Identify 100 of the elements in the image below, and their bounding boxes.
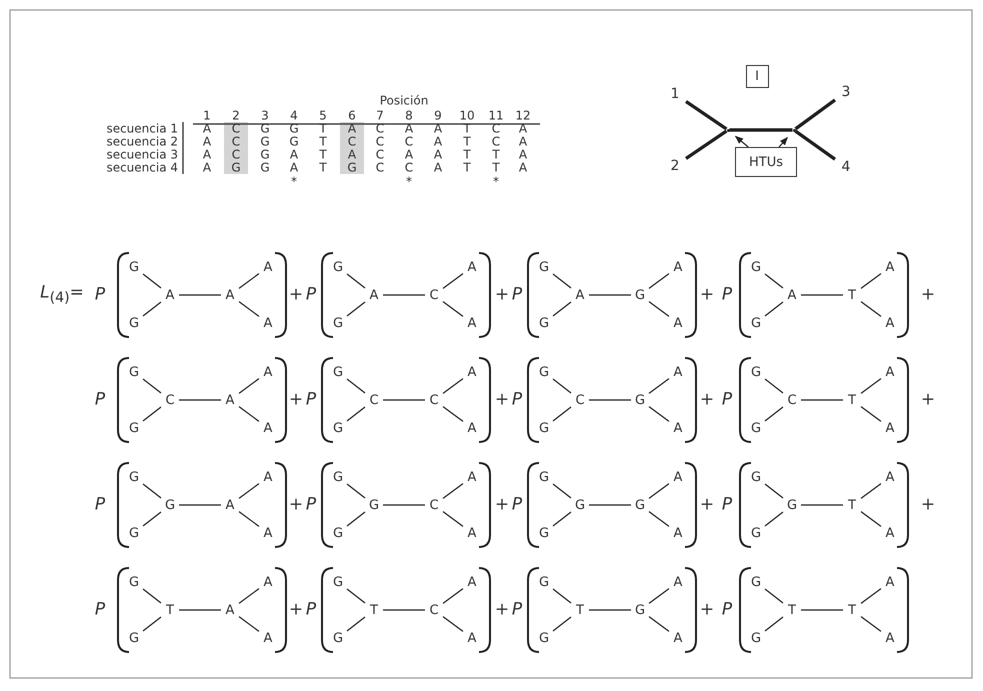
position-number: 10	[459, 109, 475, 123]
nucleotide-letter: G	[634, 497, 646, 513]
probability-symbol: P	[306, 286, 316, 304]
nucleotide-letter: T	[574, 602, 586, 618]
probability-symbol: P	[512, 286, 522, 304]
branch-line	[860, 378, 882, 394]
nucleotide-letter: G	[750, 259, 762, 275]
nucleotide-letter: A	[518, 148, 528, 162]
branch-line	[794, 130, 836, 161]
branch-line	[764, 302, 784, 316]
branch-line	[346, 302, 366, 316]
nucleotide-letter: A	[262, 364, 274, 380]
branch-line	[142, 406, 162, 422]
nucleotide-letter: A	[884, 420, 896, 436]
nucleotide-letter: A	[434, 122, 442, 136]
column-header: Posición	[380, 94, 428, 108]
nucleotide-letter: A	[262, 630, 274, 646]
arrow	[778, 136, 788, 148]
sequence-name: secuencia 4	[106, 161, 178, 175]
nucleotide-letter: C	[428, 497, 440, 513]
branch-line	[552, 484, 572, 498]
nucleotide-letter: A	[518, 122, 528, 136]
branch-line	[648, 616, 670, 632]
plus-sign: +	[494, 390, 510, 410]
branch-line	[346, 616, 366, 632]
nucleotide-letter: T	[164, 602, 176, 618]
branch-line	[346, 512, 366, 526]
position-number: 9	[434, 109, 442, 123]
probability-symbol: P	[512, 496, 522, 514]
position-number: 6	[348, 109, 356, 123]
branch-line	[648, 483, 670, 499]
nucleotide-letter: C	[164, 392, 176, 408]
nucleotide-letter: C	[376, 148, 384, 162]
branch-line	[383, 609, 425, 611]
position-number: 2	[232, 109, 240, 123]
nucleotide-letter: G	[128, 364, 140, 380]
nucleotide-letter: A	[672, 469, 684, 485]
nucleotide-letter: A	[434, 135, 442, 149]
branch-line	[648, 273, 670, 289]
branch-line	[860, 301, 882, 317]
nucleotide-letter: G	[128, 469, 140, 485]
branch-line	[552, 616, 572, 632]
nucleotide-letter: C	[428, 392, 440, 408]
nucleotide-letter: G	[128, 420, 140, 436]
nucleotide-letter: G	[538, 574, 550, 590]
htu-callout-box: HTUs	[735, 147, 797, 177]
branch-line	[179, 294, 221, 296]
branch-line	[383, 504, 425, 506]
branch-line	[764, 484, 784, 498]
branch-line	[142, 588, 162, 604]
plus-sign: +	[700, 496, 714, 514]
nucleotide-letter: G	[538, 420, 550, 436]
nucleotide-letter: G	[538, 630, 550, 646]
nucleotide-letter: A	[262, 525, 274, 541]
branch-line	[764, 378, 784, 394]
plus-sign: +	[288, 390, 304, 410]
nucleotide-letter: A	[672, 364, 684, 380]
branch-line	[179, 399, 221, 401]
position-number: 8	[405, 109, 413, 123]
probability-symbol: P	[94, 496, 106, 514]
branch-line	[442, 406, 464, 422]
nucleotide-letter: A	[348, 148, 356, 162]
branch-line	[142, 378, 162, 394]
nucleotide-letter: G	[750, 525, 762, 541]
nucleotide-letter: A	[518, 161, 528, 175]
branch-line	[442, 301, 464, 317]
leaf-number: 3	[840, 84, 852, 100]
nucleotide-letter: A	[262, 469, 274, 485]
probability-symbol: P	[306, 390, 316, 410]
branch-line	[648, 378, 670, 394]
position-number: 4	[290, 109, 298, 123]
nucleotide-letter: G	[332, 469, 344, 485]
nucleotide-letter: A	[672, 420, 684, 436]
nucleotide-letter: G	[347, 161, 357, 175]
nucleotide-letter: C	[786, 392, 798, 408]
variable-site-mark: *	[291, 175, 297, 189]
nucleotide-letter: A	[466, 364, 478, 380]
branch-line	[860, 616, 882, 632]
branch-line	[589, 399, 631, 401]
branch-line	[442, 616, 464, 632]
probability-symbol: P	[94, 286, 106, 304]
nucleotide-letter: A	[224, 287, 236, 303]
nucleotide-letter: A	[262, 574, 274, 590]
nucleotide-letter: A	[290, 148, 298, 162]
nucleotide-letter: A	[224, 497, 236, 513]
branch-line	[764, 588, 784, 604]
branch-line	[346, 378, 366, 394]
position-number: 3	[261, 109, 269, 123]
plus-sign: +	[494, 286, 510, 304]
tree-id-box: I	[746, 64, 768, 88]
branch-line	[142, 512, 162, 526]
nucleotide-letter: G	[260, 148, 270, 162]
nucleotide-letter: A	[202, 161, 212, 175]
branch-line	[764, 274, 784, 288]
branch-line	[142, 484, 162, 498]
nucleotide-letter: C	[404, 161, 414, 175]
nucleotide-letter: A	[884, 315, 896, 331]
nucleotide-letter: C	[428, 602, 440, 618]
nucleotide-letter: C	[232, 135, 240, 149]
nucleotide-letter: T	[492, 148, 500, 162]
